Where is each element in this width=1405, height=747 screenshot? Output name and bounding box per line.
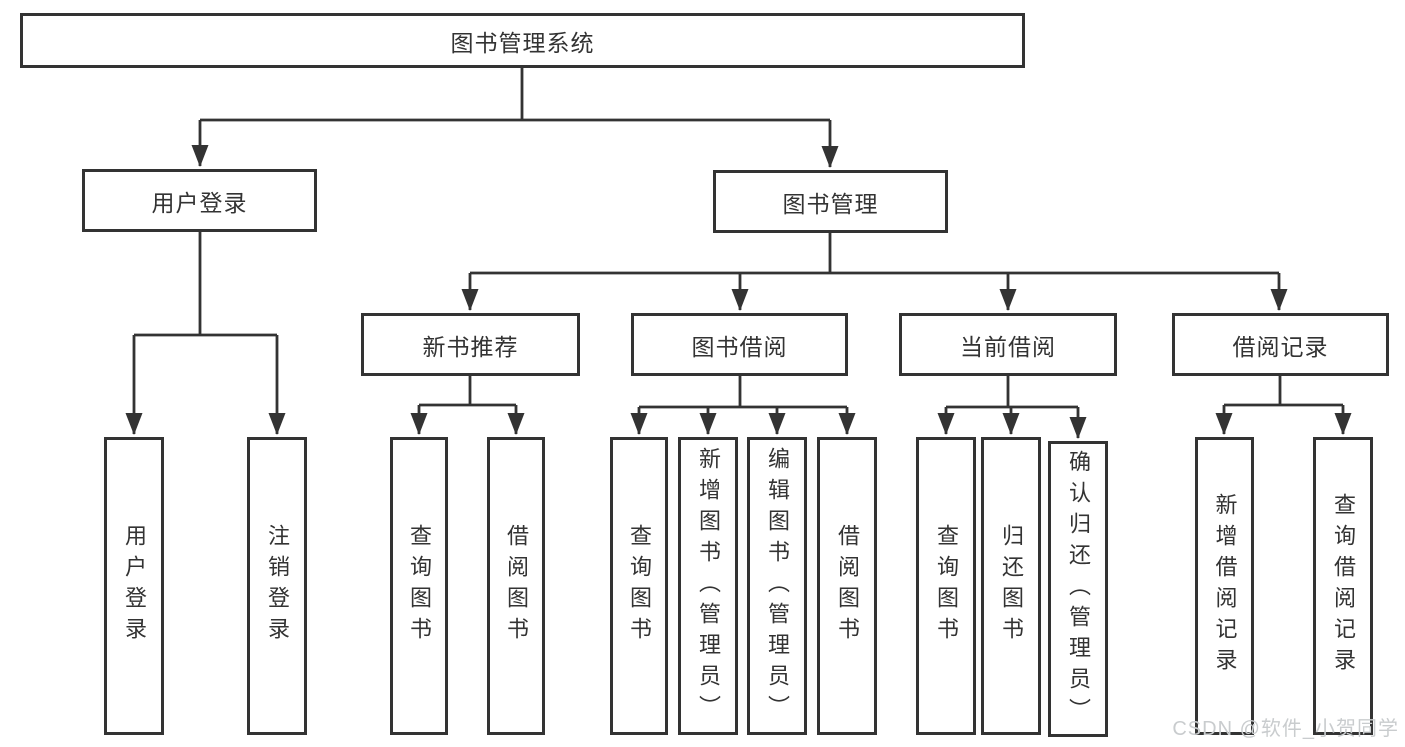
node-label: 借阅记录 [1232,333,1329,360]
node-label: 归还图书 [999,524,1024,648]
node-label: 图书管理 [782,190,879,217]
node-label: 用户登录 [151,189,248,216]
node-label: 查询借阅记录 [1331,493,1356,679]
leaf-edit-books-admin: 编辑图书（管理员） [747,437,807,735]
leaf-confirm-return-admin: 确认归还（管理员） [1048,441,1108,737]
leaf-borrow-books: 借阅图书 [817,437,877,735]
node-label: 图书管理系统 [450,29,595,56]
leaf-return-books: 归还图书 [981,437,1041,735]
node-borrowing-records: 借阅记录 [1172,313,1389,376]
node-label: 新增借阅记录 [1212,493,1238,679]
node-book-borrowing: 图书借阅 [631,313,848,376]
leaf-query-books-recommend: 查询图书 [390,437,448,735]
node-label: 用户登录 [122,524,147,648]
leaf-borrow-books-recommend: 借阅图书 [487,437,545,735]
node-label: 借阅图书 [504,524,529,648]
node-label: 查询图书 [627,524,652,648]
node-label: 借阅图书 [835,524,860,648]
leaf-query-books-borrowing: 查询图书 [610,437,668,735]
leaf-add-borrowing-record: 新增借阅记录 [1195,437,1254,735]
node-label: 新增图书（管理员） [696,446,721,726]
leaf-logout: 注销登录 [247,437,307,735]
node-label: 查询图书 [934,524,959,648]
node-label: 确认归还（管理员） [1066,449,1091,729]
leaf-add-books-admin: 新增图书（管理员） [678,437,738,735]
leaf-query-books-current: 查询图书 [916,437,976,735]
node-current-borrowing: 当前借阅 [899,313,1117,376]
node-label: 注销登录 [265,524,290,648]
node-label: 查询图书 [407,524,432,648]
node-new-book-recommend: 新书推荐 [361,313,580,376]
node-label: 新书推荐 [422,333,519,360]
node-label: 当前借阅 [960,333,1056,360]
node-label: 编辑图书（管理员） [765,446,790,726]
node-library-management-system: 图书管理系统 [20,13,1025,68]
node-book-management: 图书管理 [713,170,948,233]
leaf-query-borrowing-record: 查询借阅记录 [1313,437,1373,735]
leaf-user-login: 用户登录 [104,437,164,735]
node-label: 图书借阅 [691,333,788,360]
node-user-login: 用户登录 [82,169,317,232]
